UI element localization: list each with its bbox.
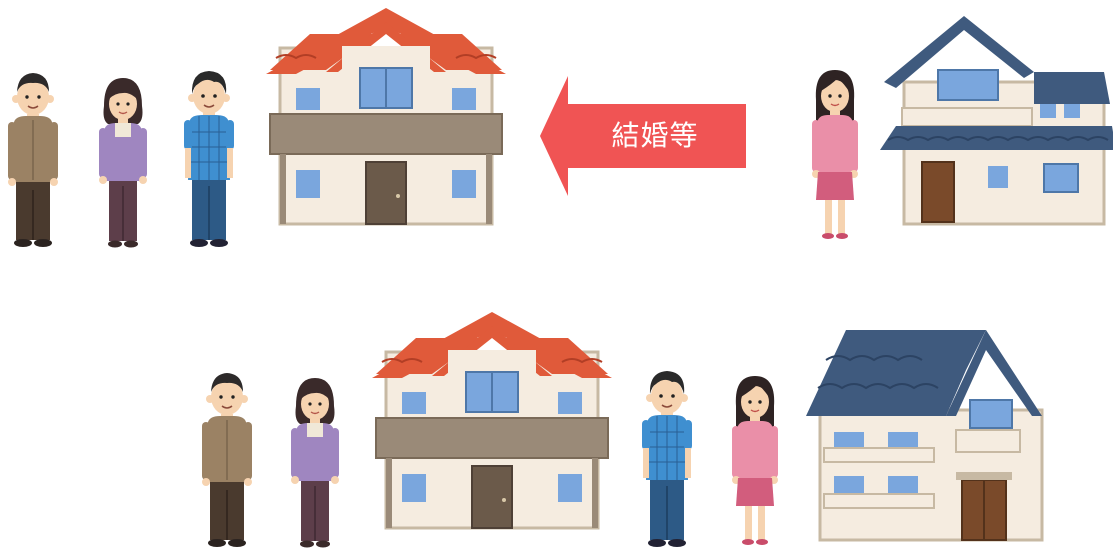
mother-figure-bottom: [290, 377, 340, 548]
father-figure-bottom: [201, 372, 253, 548]
marriage-arrow-icon: [540, 76, 746, 196]
son-figure: [183, 70, 235, 248]
couple-blue-roof-house: [804, 328, 1044, 542]
son-figure-bottom: [641, 370, 693, 548]
mother-figure: [98, 77, 148, 249]
parents-red-roof-house-bottom: [370, 310, 614, 530]
father-figure: [7, 72, 59, 248]
bride-blue-roof-house: [878, 14, 1113, 226]
marriage-arrow-label: 結婚等: [611, 119, 699, 152]
parents-red-roof-house: [264, 6, 508, 226]
bride-figure-bottom: [731, 375, 779, 546]
bride-figure: [811, 69, 859, 240]
